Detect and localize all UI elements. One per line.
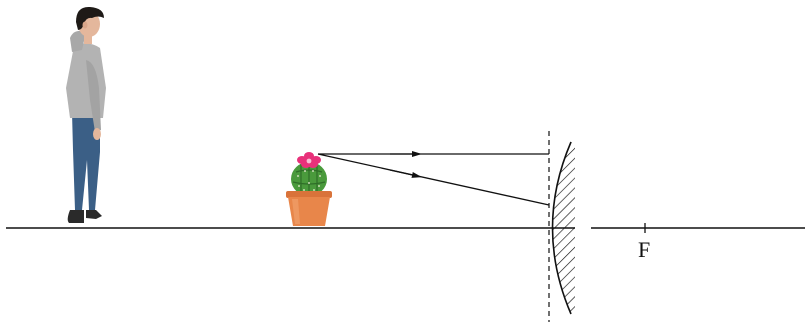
ray-oblique-arrow [389, 169, 422, 178]
ray-oblique [317, 153, 550, 206]
potted-cactus [286, 152, 332, 226]
person-figure [66, 6, 106, 223]
convex-mirror [551, 141, 572, 315]
focal-point-label: F [638, 237, 650, 262]
